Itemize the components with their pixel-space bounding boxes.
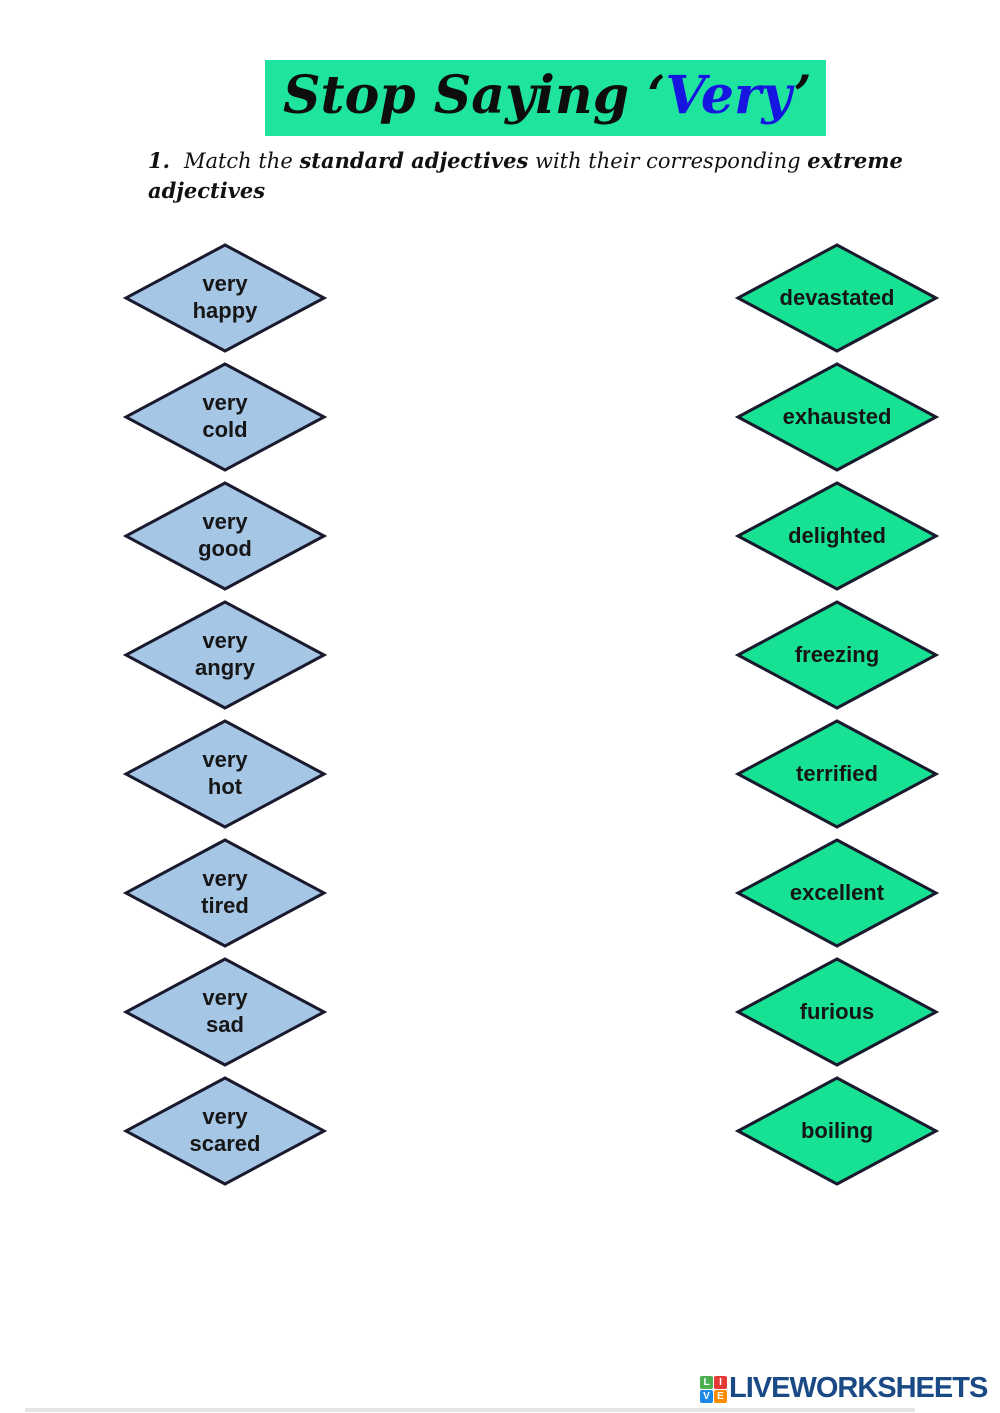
extreme-adjective-diamond[interactable]: furious: [735, 957, 939, 1067]
liveworksheets-grid-icon: L I V E: [700, 1376, 727, 1403]
diamond-shape-icon: [735, 838, 939, 948]
diamond-shape-icon: [123, 1076, 327, 1186]
standard-adjective-diamond[interactable]: very happy: [123, 243, 327, 353]
standard-adjective-diamond[interactable]: very cold: [123, 362, 327, 472]
logo-tile: L: [700, 1376, 713, 1389]
diamond-shape-icon: [735, 243, 939, 353]
diamond-shape-icon: [735, 362, 939, 472]
diamond-shape-icon: [123, 362, 327, 472]
title-close-quote: ’: [793, 65, 812, 126]
extreme-adjective-diamond[interactable]: boiling: [735, 1076, 939, 1186]
liveworksheets-logo[interactable]: L I V E LIVEWORKSHEETS: [700, 1372, 988, 1404]
standard-adjective-diamond[interactable]: very good: [123, 481, 327, 591]
title-open-quote: ‘: [647, 65, 666, 126]
diamond-shape-icon: [735, 719, 939, 829]
diamond-shape-icon: [123, 243, 327, 353]
extreme-adjectives-column: devastated exhausted delighted f: [735, 243, 939, 1186]
instruction-bold2: extreme adjectives: [148, 148, 903, 203]
standard-adjective-diamond[interactable]: very hot: [123, 719, 327, 829]
diamond-shape-icon: [735, 957, 939, 1067]
extreme-adjective-diamond[interactable]: delighted: [735, 481, 939, 591]
diamond-shape-icon: [123, 600, 327, 710]
liveworksheets-wordmark: LIVEWORKSHEETS: [729, 1372, 988, 1404]
extreme-adjective-diamond[interactable]: terrified: [735, 719, 939, 829]
logo-tile: I: [714, 1376, 727, 1389]
logo-tile: E: [714, 1390, 727, 1403]
extreme-adjective-diamond[interactable]: excellent: [735, 838, 939, 948]
standard-adjective-diamond[interactable]: very angry: [123, 600, 327, 710]
diamond-shape-icon: [735, 481, 939, 591]
instruction-part1: Match the: [183, 149, 300, 173]
title-main: Stop Saying: [283, 65, 630, 126]
diamond-shape-icon: [123, 481, 327, 591]
diamond-shape-icon: [123, 719, 327, 829]
extreme-adjective-diamond[interactable]: exhausted: [735, 362, 939, 472]
instruction-bold1: standard adjectives: [299, 148, 529, 173]
instruction-part2: with their corresponding: [528, 149, 808, 173]
standard-adjectives-column: very happy very cold very good v: [123, 243, 327, 1186]
instruction-text: 1. Match the standard adjectives with the…: [148, 146, 928, 206]
instruction-number: 1.: [148, 148, 170, 173]
page-bottom-divider: [25, 1408, 915, 1412]
standard-adjective-diamond[interactable]: very tired: [123, 838, 327, 948]
extreme-adjective-diamond[interactable]: freezing: [735, 600, 939, 710]
diamond-shape-icon: [735, 1076, 939, 1186]
extreme-adjective-diamond[interactable]: devastated: [735, 243, 939, 353]
page-title: Stop Saying ‘Very’: [265, 60, 826, 136]
diamond-shape-icon: [123, 838, 327, 948]
standard-adjective-diamond[interactable]: very sad: [123, 957, 327, 1067]
title-very-word: Very: [665, 65, 794, 126]
standard-adjective-diamond[interactable]: very scared: [123, 1076, 327, 1186]
diamond-shape-icon: [735, 600, 939, 710]
diamond-shape-icon: [123, 957, 327, 1067]
logo-tile: V: [700, 1390, 713, 1403]
